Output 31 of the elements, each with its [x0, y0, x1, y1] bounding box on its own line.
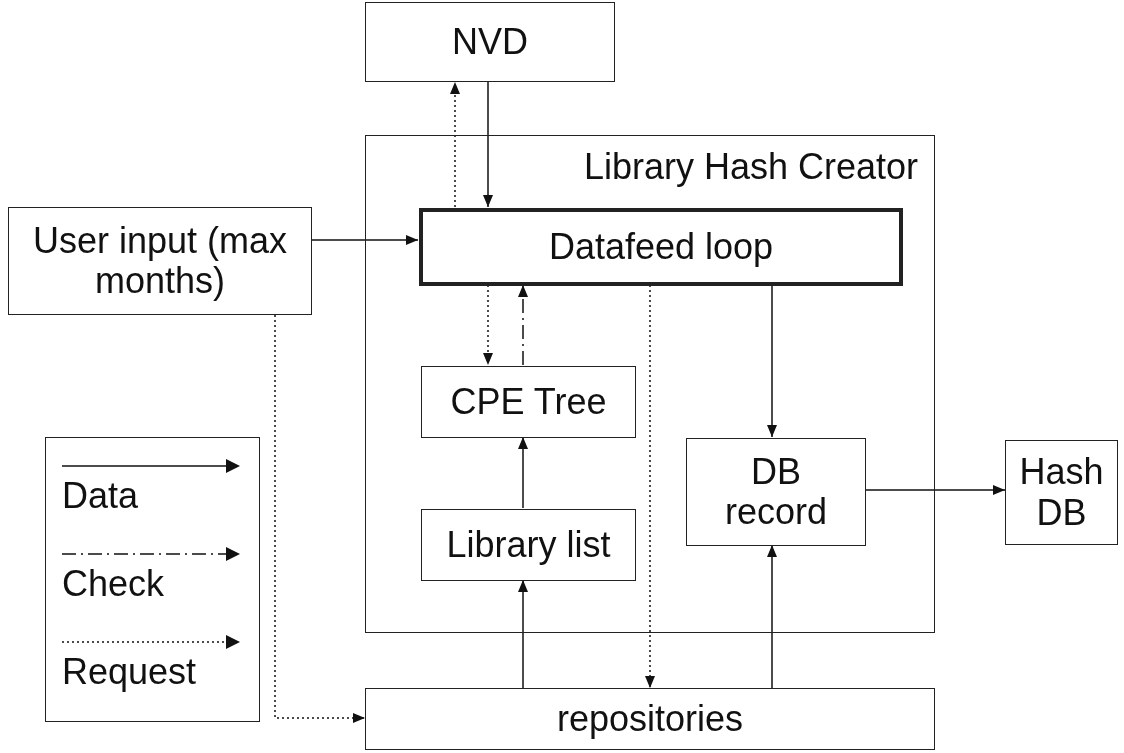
- process-box: [365, 2, 615, 82]
- legend-label: Data: [62, 476, 139, 516]
- arrow: [767, 544, 777, 689]
- process-box: [421, 509, 636, 581]
- process-box: [1005, 440, 1118, 545]
- process-box: [686, 438, 866, 546]
- process-box: [8, 207, 312, 315]
- process-box: [421, 366, 636, 438]
- node-label: Library list: [446, 524, 611, 566]
- node-label: DB record: [723, 451, 828, 533]
- node-label: Hash DB: [1018, 452, 1105, 533]
- arrow: [518, 579, 528, 689]
- node-label: repositories: [556, 698, 744, 740]
- process-box: [365, 688, 935, 750]
- arrow: [864, 485, 1006, 495]
- loop-box: [419, 208, 903, 286]
- arrow: [450, 81, 460, 208]
- node-label: User input (max months): [31, 220, 289, 302]
- legend-label: Request: [62, 652, 197, 692]
- arrow: [311, 235, 419, 245]
- legend-label: Check: [62, 564, 165, 604]
- arrow: [518, 436, 528, 509]
- arrow: [767, 284, 777, 438]
- node-label: NVD: [452, 21, 528, 63]
- group-heading: Library Hash Creator: [583, 146, 918, 188]
- arrow: [483, 81, 493, 208]
- node-label: CPE Tree: [450, 381, 607, 423]
- arrow: [518, 284, 528, 366]
- group-box: [365, 135, 935, 633]
- arrow: [274, 314, 366, 723]
- node-label: Datafeed loop: [548, 226, 774, 268]
